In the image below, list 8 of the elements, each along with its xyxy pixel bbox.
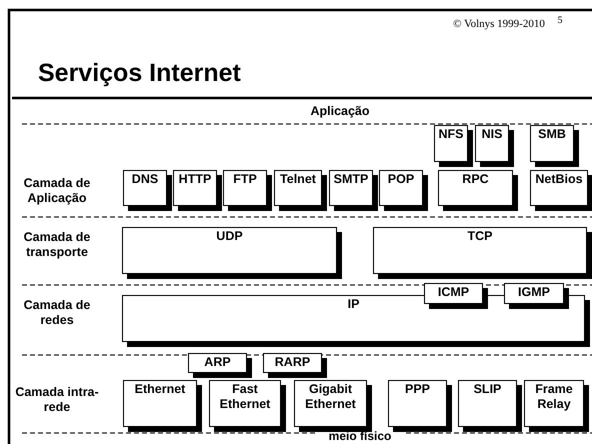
layer-label: Camada de Aplicação xyxy=(22,176,92,206)
layer-label: Camada intra-rede xyxy=(14,385,100,415)
slide-title: Serviços Internet xyxy=(38,58,241,88)
layer-label: Camada de transporte xyxy=(22,230,92,260)
page-number: 5 xyxy=(556,14,564,28)
section-heading: Aplicação xyxy=(309,104,371,119)
copyright-note: © Volnys 1999-2010 xyxy=(452,17,546,32)
layer-label: Camada de redes xyxy=(22,298,92,328)
